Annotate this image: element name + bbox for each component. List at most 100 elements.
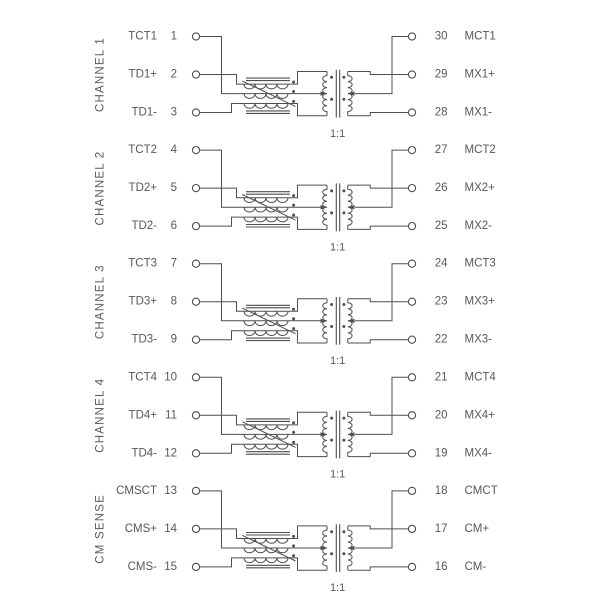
left-pin-number: 4 <box>171 144 178 156</box>
right-pin-number: 28 <box>435 107 448 119</box>
channel-name-label: CHANNEL 4 <box>95 378 107 453</box>
right-pin-number: 18 <box>435 485 448 497</box>
polarity-dot <box>342 416 346 420</box>
right-pin-terminal <box>407 70 417 79</box>
left-pin-terminal <box>191 32 201 41</box>
transformer-secondary-winding <box>347 71 353 116</box>
polarity-dot <box>292 317 296 321</box>
transformer-core-lines <box>335 524 341 572</box>
left-pin-label: TD1- <box>131 107 157 119</box>
left-pin-terminal <box>191 335 201 344</box>
polarity-dot <box>292 80 296 84</box>
channel-name-label: CM SENSE <box>95 494 107 564</box>
left-pin-terminal <box>191 297 201 306</box>
polarity-dot <box>342 211 346 215</box>
transformer-primary-winding <box>322 185 328 230</box>
transformer-primary-winding <box>322 525 328 571</box>
choke-core-bars <box>246 418 290 455</box>
polarity-dot <box>342 325 346 328</box>
polarity-dot <box>330 97 334 101</box>
polarity-dot <box>292 534 296 538</box>
wire <box>199 301 242 312</box>
choke-diagonal-line <box>242 80 296 108</box>
right-pin-terminal <box>407 32 417 41</box>
wire <box>199 528 242 539</box>
primary-center-tap-arrow <box>320 205 327 210</box>
left-pin-terminal <box>191 373 201 382</box>
right-pin-number: 23 <box>435 296 448 308</box>
right-pin-number: 27 <box>435 144 448 156</box>
choke-winding <box>242 443 292 450</box>
polarity-dot <box>342 97 346 101</box>
left-pin-terminal <box>191 486 201 496</box>
right-pin-number: 30 <box>435 31 448 43</box>
wire <box>199 443 242 454</box>
polarity-dot <box>330 211 334 215</box>
right-pin-number: 29 <box>435 69 448 81</box>
left-pin-label: TD3- <box>131 334 157 346</box>
right-pin-number: 19 <box>435 447 448 459</box>
left-pin-number: 13 <box>164 485 177 497</box>
secondary-center-tap-arrow <box>348 91 355 96</box>
right-pin-terminal <box>407 449 417 458</box>
choke-winding <box>242 557 292 564</box>
left-pin-number: 1 <box>171 31 177 43</box>
wire <box>292 298 327 312</box>
left-pin-number: 11 <box>165 409 177 421</box>
transformer-secondary-winding <box>347 185 353 230</box>
right-pin-label: MCT2 <box>465 144 496 156</box>
left-pin-number: 12 <box>164 447 177 459</box>
left-pin-number: 10 <box>164 371 177 383</box>
right-pin-label: MX1+ <box>465 69 496 81</box>
polarity-dot <box>330 530 334 534</box>
left-pin-label: CMSCT <box>116 485 157 497</box>
primary-center-tap-arrow <box>320 432 327 437</box>
left-pin-terminal <box>191 70 201 79</box>
wire <box>347 184 409 189</box>
transformer-core-lines <box>335 69 341 118</box>
choke-core-bars <box>246 531 290 569</box>
polarity-dot <box>292 213 296 217</box>
left-pin-terminal <box>191 524 201 534</box>
right-pin-label: MX3- <box>465 334 493 346</box>
right-pin-terminal <box>407 221 417 231</box>
left-pin-number: 6 <box>171 220 177 232</box>
channel-name-label: CHANNEL 3 <box>95 264 107 339</box>
left-pin-label: TD4+ <box>129 409 158 421</box>
right-pin-terminal <box>407 411 417 420</box>
transformer-primary-winding <box>322 412 328 457</box>
choke-winding <box>242 310 292 317</box>
polarity-dot <box>292 440 296 444</box>
wire <box>199 263 242 322</box>
wire <box>199 490 242 549</box>
choke-winding <box>242 537 292 544</box>
wire <box>355 263 409 322</box>
right-pin-label: MX3+ <box>465 296 496 308</box>
secondary-center-tap-arrow <box>348 432 355 437</box>
channel-name-label: CHANNEL 2 <box>95 151 107 226</box>
left-pin-number: 2 <box>171 69 177 81</box>
choke-core-bars <box>246 77 290 114</box>
left-pin-label: TD1+ <box>129 69 158 81</box>
polarity-dot <box>330 75 334 79</box>
right-pin-label: MX1- <box>465 107 493 119</box>
right-pin-number: 21 <box>435 371 448 383</box>
transformer-primary-winding <box>322 298 328 343</box>
polarity-dot <box>330 416 334 420</box>
choke-core-bars <box>246 304 290 342</box>
wire <box>347 298 409 303</box>
wire <box>199 103 242 113</box>
wire <box>199 557 242 568</box>
primary-center-tap-arrow <box>320 545 327 551</box>
left-pin-terminal <box>191 259 201 268</box>
choke-diagonal-line <box>242 421 296 448</box>
right-pin-terminal <box>407 562 417 572</box>
choke-winding <box>242 547 292 554</box>
right-pin-label: CM- <box>465 561 487 573</box>
right-pin-terminal <box>407 373 417 382</box>
left-pin-terminal <box>191 562 201 572</box>
wire <box>292 525 327 539</box>
